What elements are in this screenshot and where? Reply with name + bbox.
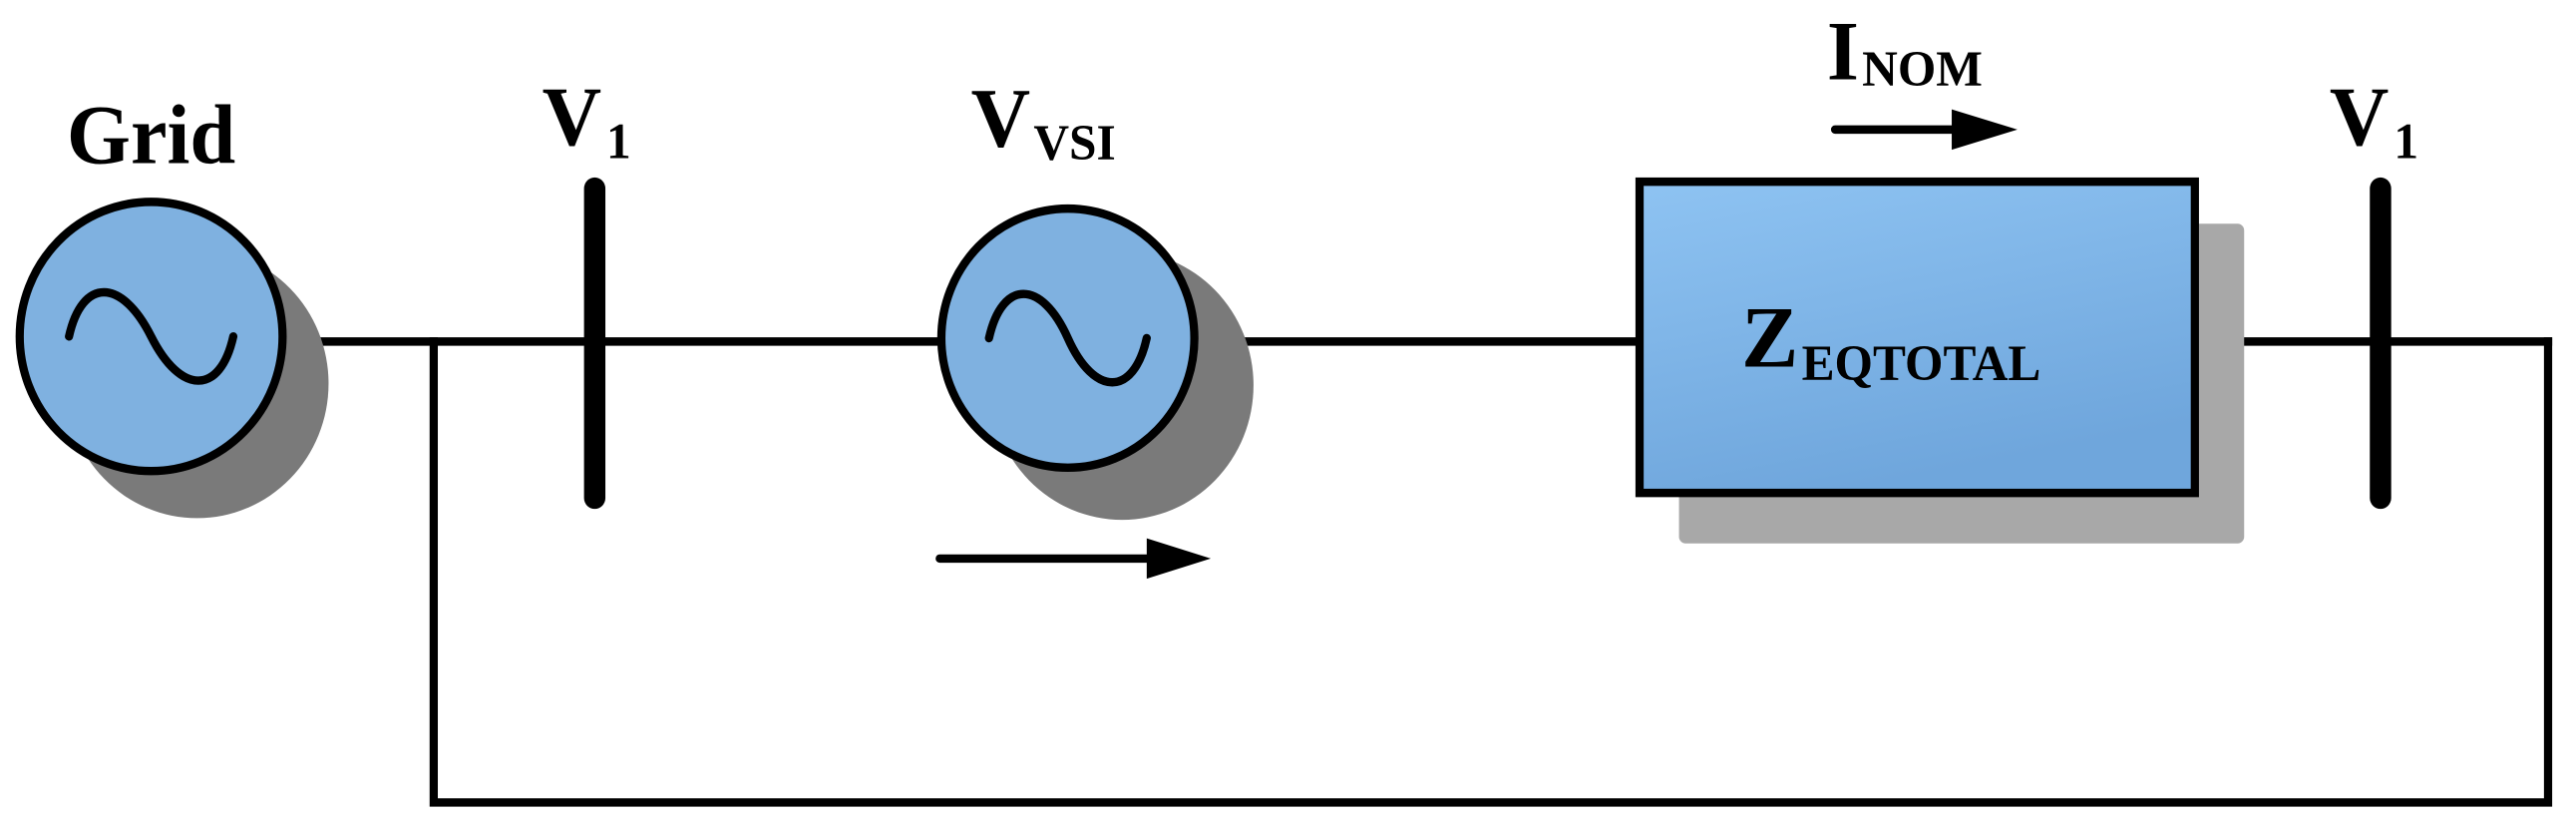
sine-wave-icon bbox=[984, 289, 1151, 387]
impedance-block-body bbox=[1635, 177, 2199, 498]
grid-source bbox=[15, 198, 329, 519]
feedback-loop-wire bbox=[429, 337, 2553, 807]
current-direction-arrow bbox=[1830, 109, 2018, 151]
right-arrow-icon-head bbox=[1952, 109, 2018, 151]
vsi-direction-arrow bbox=[935, 538, 1212, 580]
impedance-block bbox=[1635, 177, 2245, 544]
sine-wave-icon bbox=[65, 288, 238, 385]
right-arrow-icon-head bbox=[1146, 538, 1212, 580]
vsi-source bbox=[936, 204, 1254, 521]
grid-label: Grid bbox=[67, 90, 235, 183]
